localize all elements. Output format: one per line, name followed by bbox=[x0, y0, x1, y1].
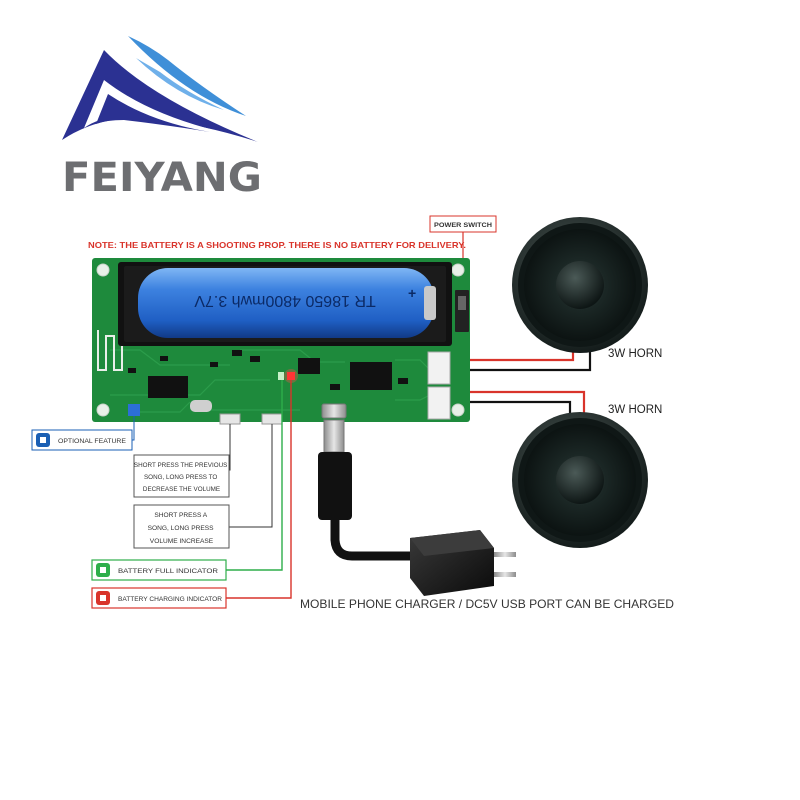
optional-feature-label: OPTIONAL FEATURE bbox=[58, 438, 126, 445]
prev-song-line: SONG, LONG PRESS TO bbox=[144, 474, 217, 481]
charger-prong bbox=[494, 552, 516, 557]
pcb-board: TR 18650 4800mwh 3.7V + bbox=[92, 258, 470, 425]
ic-chip bbox=[350, 362, 392, 390]
battery: TR 18650 4800mwh 3.7V + bbox=[138, 268, 436, 338]
logo-white-stripe bbox=[84, 80, 230, 134]
speaker-top bbox=[512, 217, 648, 353]
ic-chip bbox=[148, 376, 188, 398]
usb-plug bbox=[318, 452, 352, 520]
mount-hole bbox=[451, 263, 465, 277]
prev-song-line: SHORT PRESS THE PREVIOUS bbox=[134, 462, 227, 469]
power-switch-label: POWER SWITCH bbox=[434, 222, 492, 229]
horn-bottom-label: 3W HORN bbox=[608, 404, 662, 416]
ic-chip bbox=[298, 358, 320, 374]
next-song-line: VOLUME INCREASE bbox=[150, 538, 214, 545]
crystal bbox=[190, 400, 212, 412]
speaker-connector bbox=[427, 351, 451, 385]
previous-button bbox=[219, 413, 241, 425]
optional-feature-callout: OPTIONAL FEATURE bbox=[31, 429, 133, 451]
optional-jumper bbox=[128, 404, 140, 416]
mount-hole bbox=[96, 403, 110, 417]
battery-plus-sign: + bbox=[408, 285, 416, 301]
mount-hole bbox=[96, 263, 110, 277]
horn-top-label: 3W HORN bbox=[608, 348, 662, 360]
prev-song-text: SHORT PRESS THE PREVIOUS SONG, LONG PRES… bbox=[134, 462, 229, 493]
prev-song-line: DECREASE THE VOLUME bbox=[143, 486, 220, 493]
logo-navy-inner bbox=[96, 94, 210, 132]
logo-light-blue-swoosh-2 bbox=[136, 58, 224, 110]
battery-charging-label: BATTERY CHARGING INDICATOR bbox=[118, 596, 222, 603]
speaker-connector bbox=[427, 386, 451, 420]
callout-lines bbox=[132, 380, 292, 599]
feiyang-logo: FEIYANG bbox=[62, 36, 262, 201]
charger bbox=[410, 530, 516, 596]
speaker-bottom bbox=[512, 412, 648, 548]
next-song-line: SONG, LONG PRESS bbox=[148, 525, 215, 532]
next-button bbox=[261, 413, 283, 425]
charger-prong bbox=[494, 572, 516, 577]
logo-text: FEIYANG bbox=[62, 155, 262, 201]
note-text: NOTE: THE BATTERY IS A SHOOTING PROP. TH… bbox=[88, 240, 466, 250]
mount-hole bbox=[451, 403, 465, 417]
prev-song-callout: SHORT PRESS THE PREVIOUS SONG, LONG PRES… bbox=[133, 454, 230, 498]
battery-text: TR 18650 4800mwh 3.7V bbox=[194, 292, 376, 309]
next-song-line: SHORT PRESS A bbox=[154, 512, 207, 519]
charger-label: MOBILE PHONE CHARGER / DC5V USB PORT CAN… bbox=[300, 597, 674, 611]
usb-port bbox=[321, 403, 347, 419]
logo-light-blue-swoosh bbox=[128, 36, 246, 116]
next-song-text: SHORT PRESS A SONG, LONG PRESS VOLUME IN… bbox=[148, 512, 216, 545]
next-song-callout: SHORT PRESS A SONG, LONG PRESS VOLUME IN… bbox=[133, 504, 230, 549]
full-led bbox=[278, 372, 284, 380]
usb-cable bbox=[318, 419, 412, 561]
charging-led bbox=[287, 372, 295, 380]
battery-charging-callout: BATTERY CHARGING INDICATOR bbox=[91, 587, 227, 609]
battery-full-label: BATTERY FULL INDICATOR bbox=[118, 568, 218, 575]
bluetooth-antenna bbox=[97, 330, 123, 371]
power-switch-callout: POWER SWITCH bbox=[429, 215, 497, 292]
battery-full-callout: BATTERY FULL INDICATOR bbox=[91, 559, 227, 581]
